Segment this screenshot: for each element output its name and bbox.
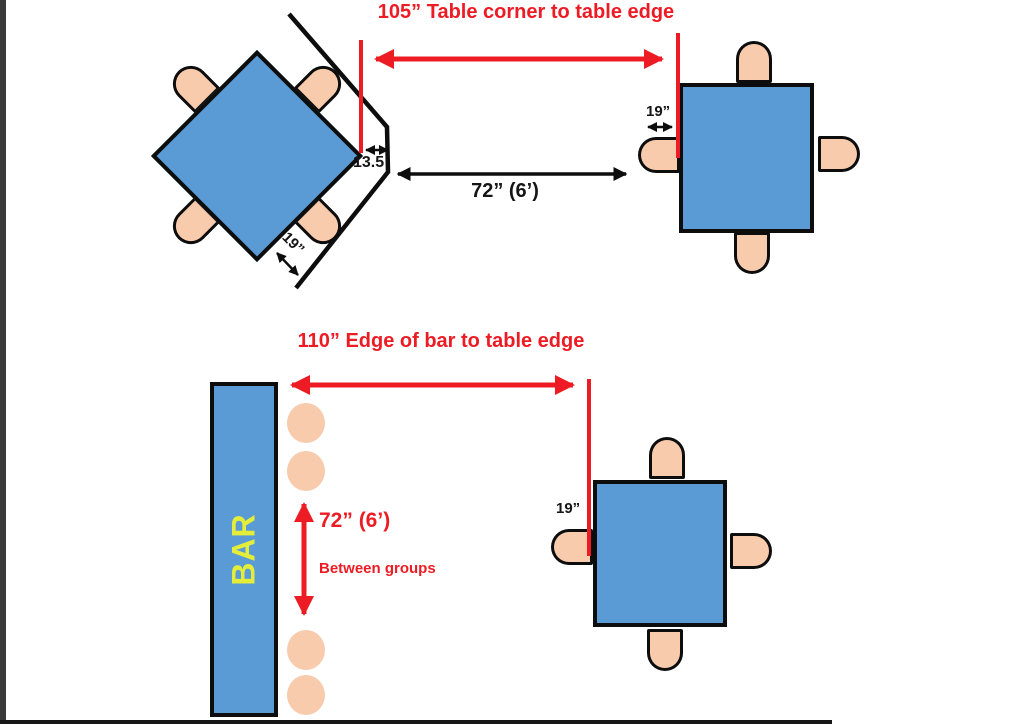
page-bottom-border — [0, 720, 832, 724]
aisle-distance-label: 72” (6’) — [471, 180, 539, 202]
top-section-title: 105” Table corner to table edge — [377, 1, 675, 23]
bar-stool-2 — [287, 451, 325, 491]
bar-stool-3 — [287, 630, 325, 670]
corner-gap-label: 13.5 — [353, 154, 385, 171]
top-square-table — [679, 83, 814, 233]
group-spacing-caption: Between groups — [319, 560, 436, 577]
chair-depth-label-bottom-table: 19” — [556, 500, 581, 517]
page-left-border — [0, 0, 6, 724]
bottom-table-chair-top — [649, 437, 685, 479]
bar-stool-1 — [287, 403, 325, 443]
bottom-square-table — [593, 480, 727, 627]
bottom-section-title: 110” Edge of bar to table edge — [297, 330, 585, 352]
group-spacing-label: 72” (6’) — [319, 509, 391, 532]
top-table-chair-top — [736, 41, 772, 83]
bar-counter: BAR — [210, 382, 278, 717]
arrow-19-chair-depth-diamond — [276, 252, 299, 276]
bar-stool-4 — [287, 675, 325, 715]
chair-depth-label-top-table: 19” — [646, 103, 671, 120]
